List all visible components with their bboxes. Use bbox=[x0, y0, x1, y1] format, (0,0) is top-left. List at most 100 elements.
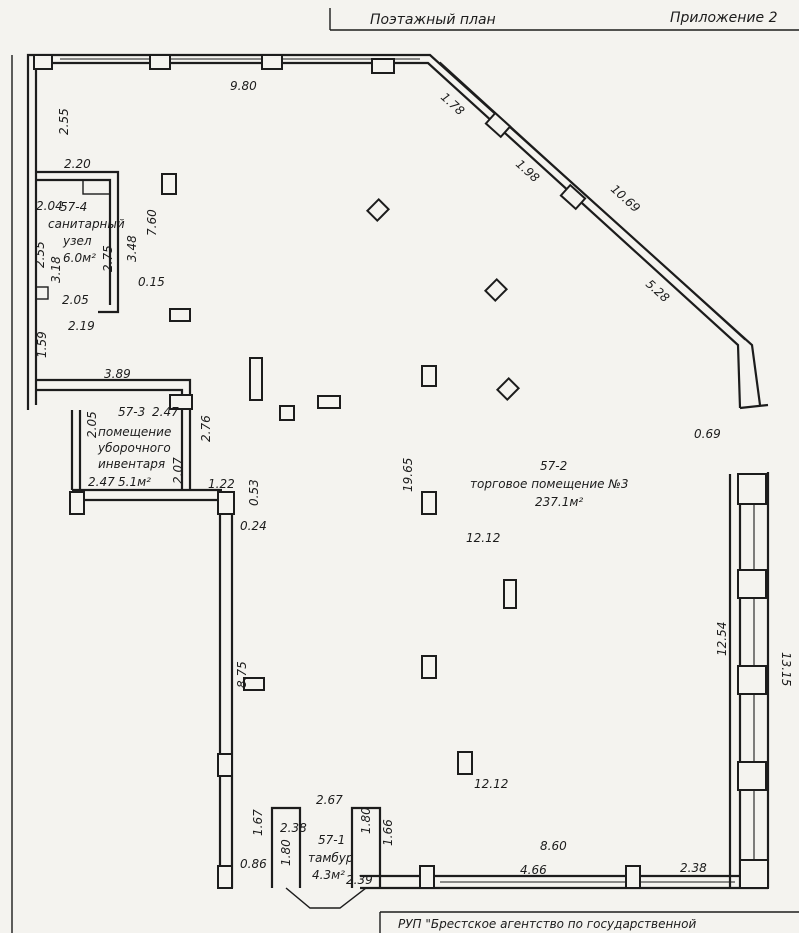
room-area: 5.1м² bbox=[118, 475, 151, 489]
dim-label: 2.76 bbox=[199, 415, 213, 442]
dim-label: 12.12 bbox=[466, 531, 500, 545]
dim-label: 1.80 bbox=[279, 839, 293, 866]
column bbox=[365, 197, 391, 223]
column bbox=[33, 54, 53, 70]
room-number: 57-3 bbox=[118, 405, 145, 419]
room-57-1-label: 57-1 тамбур 4.3м² bbox=[308, 833, 354, 882]
room-name: санитарный bbox=[48, 217, 125, 231]
dim-label: 1.67 bbox=[251, 809, 265, 836]
dim-label: 2.75 bbox=[101, 245, 115, 272]
room-number: 57-1 bbox=[318, 833, 345, 847]
column bbox=[249, 357, 263, 401]
vestibule-walls bbox=[270, 806, 382, 909]
column bbox=[483, 277, 509, 303]
dim-label: 0.15 bbox=[138, 275, 165, 289]
dim-label: 12.12 bbox=[474, 777, 508, 791]
appendix-label: Приложение 2 bbox=[670, 10, 778, 26]
column bbox=[243, 677, 265, 691]
dim-label: 1.22 bbox=[208, 477, 235, 491]
dim-label: 2.38 bbox=[680, 861, 707, 875]
room-area: 4.3м² bbox=[312, 868, 345, 882]
room-57-4-label: 57-4 санитарный узел 6.0м² bbox=[48, 200, 125, 265]
dim-label: 1.59 bbox=[35, 331, 49, 358]
column bbox=[169, 394, 193, 410]
dim-label: 2.19 bbox=[68, 319, 95, 333]
dim-label: 0.69 bbox=[694, 427, 721, 441]
column bbox=[317, 395, 341, 409]
column bbox=[739, 859, 769, 889]
dim-label: 3.89 bbox=[104, 367, 131, 381]
dim-label: 1.80 bbox=[359, 807, 373, 834]
column bbox=[421, 655, 437, 679]
dim-label: 2.07 bbox=[171, 457, 185, 484]
room-name: уборочного bbox=[97, 441, 171, 455]
dim-label: 2.55 bbox=[57, 108, 71, 135]
dim-label: 0.24 bbox=[240, 519, 267, 533]
columns bbox=[33, 54, 769, 889]
room-name: узел bbox=[62, 234, 92, 248]
column bbox=[419, 865, 435, 889]
column bbox=[161, 173, 177, 195]
dim-label: 2.55 bbox=[33, 241, 47, 268]
dim-label: 3.48 bbox=[125, 235, 139, 262]
exterior-walls bbox=[26, 53, 770, 890]
dim-label: 1.66 bbox=[381, 819, 395, 846]
column bbox=[495, 376, 521, 402]
dim-label: 2.67 bbox=[316, 793, 343, 807]
column bbox=[149, 54, 171, 70]
room-name: тамбур bbox=[308, 851, 354, 865]
dim-label: 10.69 bbox=[608, 182, 643, 215]
column bbox=[421, 365, 437, 387]
footer-org-text: РУП "Брестское агентство по государствен… bbox=[398, 917, 696, 931]
dim-label: 9.80 bbox=[230, 79, 257, 93]
drawing-frame bbox=[11, 8, 799, 933]
column bbox=[217, 753, 233, 777]
dim-label: 2.05 bbox=[62, 293, 89, 307]
column bbox=[69, 491, 85, 515]
column bbox=[625, 865, 641, 889]
dim-label: 2.39 bbox=[346, 873, 373, 887]
dim-label: 7.60 bbox=[145, 209, 159, 236]
dim-label: 2.47 bbox=[88, 475, 115, 489]
dim-label: 2.38 bbox=[280, 821, 307, 835]
column bbox=[737, 761, 767, 791]
column bbox=[371, 58, 395, 74]
column bbox=[217, 491, 235, 515]
dim-label: 19.65 bbox=[401, 458, 415, 492]
room-area: 237.1м² bbox=[535, 495, 583, 509]
wc-partitions bbox=[35, 170, 120, 314]
dim-label: 4.66 bbox=[520, 863, 547, 877]
column bbox=[559, 183, 587, 211]
dim-label: 0.53 bbox=[247, 479, 261, 506]
dim-label: 12.54 bbox=[715, 622, 729, 656]
column bbox=[457, 751, 473, 775]
room-name: торговое помещение №3 bbox=[470, 477, 628, 491]
dim-label: 13.15 bbox=[779, 652, 793, 686]
room-number: 57-4 bbox=[60, 200, 87, 214]
column bbox=[217, 865, 233, 889]
column bbox=[503, 579, 517, 609]
column bbox=[737, 473, 767, 505]
dim-label: 2.20 bbox=[64, 157, 91, 171]
column bbox=[261, 54, 283, 70]
column bbox=[737, 665, 767, 695]
room-number: 57-2 bbox=[540, 459, 567, 473]
dim-label: 3.18 bbox=[49, 256, 63, 283]
room-area: 6.0м² bbox=[63, 251, 96, 265]
dim-label: 1.98 bbox=[513, 157, 542, 186]
room-name: помещение bbox=[98, 425, 171, 439]
column bbox=[279, 405, 295, 421]
dim-label: 2.05 bbox=[85, 411, 99, 438]
column bbox=[737, 569, 767, 599]
storage-partitions bbox=[36, 378, 192, 490]
dim-label: 8.75 bbox=[235, 661, 249, 688]
plan-title: Поэтажный план bbox=[370, 12, 496, 28]
dim-label: 2.47 bbox=[152, 405, 179, 419]
room-57-2-label: 57-2 торговое помещение №3 237.1м² bbox=[470, 459, 628, 509]
footer-stamp: РУП "Брестское агентство по государствен… bbox=[379, 911, 799, 933]
column bbox=[169, 308, 191, 322]
room-name: инвентаря bbox=[98, 457, 165, 471]
dim-label: 2.04 bbox=[36, 199, 63, 213]
dim-label: 8.60 bbox=[540, 839, 567, 853]
